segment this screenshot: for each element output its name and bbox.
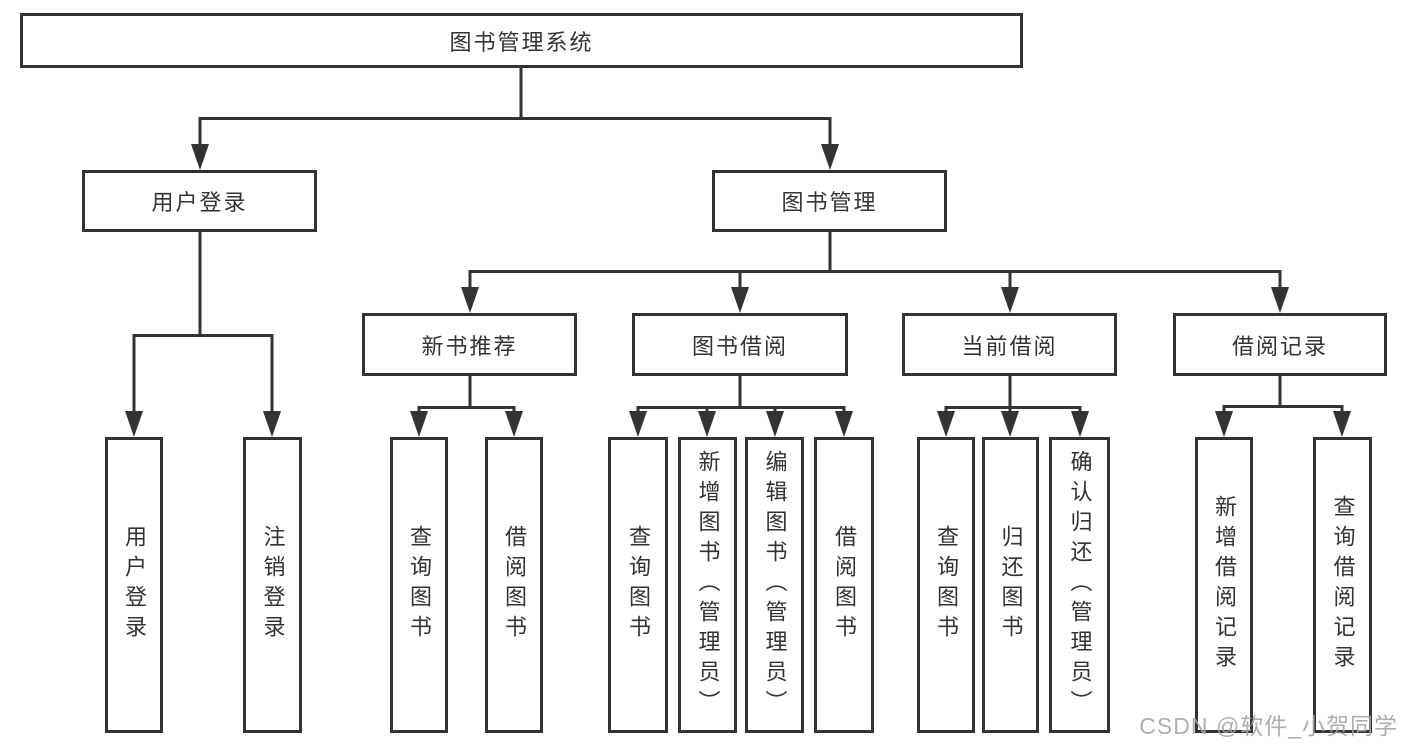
leaf-return-books: 归还图书: [982, 437, 1039, 733]
node-book-borrow: 图书借阅: [632, 313, 848, 376]
leaf-query-books-recommend-label: 查询图书: [407, 525, 432, 645]
leaf-borrow-books: 借阅图书: [814, 437, 874, 733]
leaf-borrow-books-recommend: 借阅图书: [485, 437, 543, 733]
node-current-borrow-label: 当前借阅: [961, 333, 1058, 359]
leaf-query-books-recommend: 查询图书: [390, 437, 448, 733]
node-new-book-recommend-label: 新书推荐: [421, 333, 518, 359]
leaf-add-book-admin-label: 新增图书（管理员）: [695, 450, 721, 720]
leaf-confirm-return-admin: 确认归还（管理员）: [1049, 437, 1110, 733]
leaf-query-books-borrow: 查询图书: [608, 437, 668, 733]
node-current-borrow: 当前借阅: [902, 313, 1117, 376]
leaf-logout: 注销登录: [243, 437, 302, 733]
leaf-add-book-admin: 新增图书（管理员）: [678, 437, 737, 733]
leaf-add-borrow-record-label: 新增借阅记录: [1212, 495, 1237, 675]
leaf-add-borrow-record: 新增借阅记录: [1195, 437, 1253, 733]
node-user-login: 用户登录: [82, 170, 317, 232]
leaf-borrow-books-label: 借阅图书: [832, 525, 857, 645]
leaf-query-borrow-record-label: 查询借阅记录: [1330, 495, 1356, 675]
leaf-edit-book-admin-label: 编辑图书（管理员）: [762, 450, 788, 720]
leaf-logout-label: 注销登录: [260, 525, 286, 645]
leaf-query-books-borrow-label: 查询图书: [626, 525, 651, 645]
leaf-user-login: 用户登录: [105, 437, 163, 733]
node-root: 图书管理系统: [20, 13, 1023, 68]
node-book-management-label: 图书管理: [781, 190, 878, 215]
node-root-label: 图书管理系统: [449, 29, 594, 55]
node-borrow-records: 借阅记录: [1173, 313, 1387, 376]
node-user-login-label: 用户登录: [151, 190, 248, 215]
leaf-query-books-current: 查询图书: [917, 437, 975, 733]
leaf-edit-book-admin: 编辑图书（管理员）: [745, 437, 804, 733]
node-book-management: 图书管理: [712, 170, 947, 232]
node-new-book-recommend: 新书推荐: [362, 313, 577, 376]
leaf-return-books-label: 归还图书: [998, 525, 1024, 645]
node-book-borrow-label: 图书借阅: [691, 333, 788, 359]
leaf-user-login-label: 用户登录: [122, 525, 147, 645]
leaf-borrow-books-recommend-label: 借阅图书: [502, 525, 527, 645]
leaf-query-borrow-record: 查询借阅记录: [1313, 437, 1372, 733]
node-borrow-records-label: 借阅记录: [1231, 333, 1328, 359]
leaf-confirm-return-admin-label: 确认归还（管理员）: [1067, 450, 1093, 720]
leaf-query-books-current-label: 查询图书: [934, 525, 959, 645]
csdn-watermark: CSDN @软件_小贺同学: [1139, 713, 1398, 739]
